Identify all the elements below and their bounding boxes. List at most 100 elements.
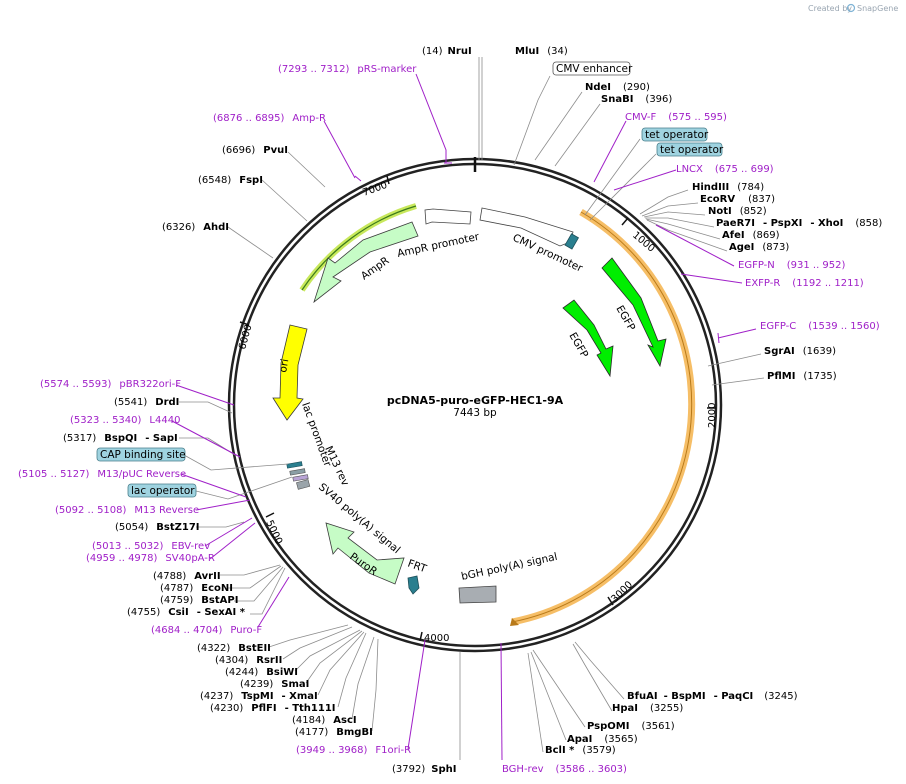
credit-text: Created by (808, 4, 852, 13)
leader-exfp-r (680, 273, 743, 284)
enzyme-rsrii[interactable]: (4304)RsrII (215, 655, 282, 666)
leader-asci (351, 636, 375, 720)
leader-tspmi (317, 631, 365, 696)
tet-operator-label-2: tet operator (660, 144, 724, 156)
enzyme-drdi[interactable]: (5541)DrdI (114, 397, 179, 408)
leader-bfuai (574, 641, 625, 700)
cmv-enhancer-box (552, 61, 631, 76)
leader-pspomi (532, 649, 586, 728)
primer-exfp-r[interactable]: EXFP-R(1192 .. 1211) (745, 278, 864, 289)
enzyme-apai[interactable]: ApaI(3565) (567, 734, 638, 745)
enzyme-bspqi[interactable]: (5317)BspQI- SapI (63, 433, 178, 444)
enzyme-paer7i[interactable]: PaeR7I- PspXI- XhoI(858) (716, 218, 882, 229)
enzyme-pflmi[interactable]: PflMI(1735) (767, 371, 837, 382)
leader-agei (646, 219, 728, 252)
leader-egfp-c (717, 328, 757, 339)
cap-binding-site-box (96, 447, 186, 462)
leader-pbr322ori-f (175, 384, 235, 406)
enzyme-tspmi[interactable]: (4237)TspMI- XmaI (200, 691, 318, 702)
enzyme-mlui[interactable]: MluI(34) (515, 46, 568, 57)
tet-operator-label-1: tet operator (645, 129, 709, 141)
enzyme-avrii[interactable]: (4788)AvrII (153, 571, 221, 582)
primer-amp-r[interactable]: (6876 .. 6895)Amp-R (213, 113, 326, 124)
leader-amp-r (323, 120, 356, 179)
enzyme-snabi[interactable]: SnaBI(396) (601, 94, 672, 105)
ori-label: ori (277, 358, 291, 374)
enzyme-hpai[interactable]: HpaI(3255) (612, 703, 683, 714)
leader-ndei (534, 91, 583, 161)
tet-operator-block (564, 233, 580, 250)
credit-brand: SnapGene (857, 4, 898, 13)
primer-puro-f[interactable]: (4684 .. 4704)Puro-F (151, 625, 262, 636)
enzyme-afei[interactable]: AfeI(869) (722, 230, 780, 241)
leader-hindiii (639, 189, 689, 215)
enzyme-bsiwi[interactable]: (4244)BsiWI (225, 667, 298, 678)
leader-csii (250, 567, 286, 615)
ampr-highlight-core (301, 205, 417, 291)
enzyme-agei[interactable]: AgeI(873) (729, 242, 789, 253)
primer-m13-puc-reverse[interactable]: (5105 .. 5127)M13/pUC Reverse (18, 469, 186, 480)
tick-label-2000: 2000 (707, 403, 718, 428)
leader-snabi (554, 103, 601, 167)
tet-operator-box-1 (641, 127, 708, 142)
primer-egfp-n[interactable]: EGFP-N(931 .. 952) (738, 260, 846, 271)
enzyme-ahdi[interactable]: (6326)AhdI (162, 222, 229, 233)
leader-avrii (220, 564, 281, 576)
enzyme-nrui[interactable]: (14)NruI (422, 46, 472, 57)
enzyme-ecorv[interactable]: EcoRV(837) (700, 194, 775, 205)
enzyme-bsteii[interactable]: (4322)BstEII (197, 643, 271, 654)
enzyme-bstz17i[interactable]: (5054)BstZ17I (115, 522, 200, 533)
enzyme-pvui[interactable]: (6696)PvuI (222, 145, 288, 156)
tick-label-7000: 7000 (361, 180, 389, 199)
enzyme-labels: (14)NruI MluI(34) NdeI(290) SnaBI(396) H… (63, 46, 882, 775)
leader-lac-operator (195, 476, 293, 500)
m13-block (292, 474, 309, 482)
enzyme-bfuai[interactable]: BfuAI- BspMI- PaqCI(3245) (627, 691, 798, 702)
primer-pbr322ori-f[interactable]: (5574 .. 5593)pBR322ori-F (40, 379, 181, 390)
primer-ebv-rev[interactable]: (5013 .. 5032)EBV-rev (92, 541, 210, 552)
enzyme-pflfi[interactable]: (4230)PflFI- Tth111I (210, 703, 336, 714)
primer-l4440[interactable]: (5323 .. 5340)L4440 (70, 415, 180, 426)
primer-sv40pa-r[interactable]: (4959 .. 4978)SV40pA-R (86, 553, 215, 564)
enzyme-bcli[interactable]: BclI *(3579) (545, 745, 616, 756)
leader-cmv-f (593, 120, 627, 183)
plasmid-size: 7443 bp (453, 407, 497, 419)
enzyme-sgrai[interactable]: SgrAI(1639) (764, 346, 836, 357)
leader-bsiwi (294, 629, 361, 672)
sv40-pa-block (296, 479, 311, 490)
leader-bmgbi (371, 638, 379, 732)
primer-prs-marker[interactable]: (7293 .. 7312)pRS-marker (278, 64, 417, 75)
leader-ebv-rev (204, 517, 253, 547)
primer-cmv-f[interactable]: CMV-F(575 .. 595) (625, 112, 727, 123)
enzyme-sphi[interactable]: (3792)SphI (392, 764, 456, 775)
enzyme-noti[interactable]: NotI(852) (708, 206, 767, 217)
primer-lncx[interactable]: LNCX(675 .. 699) (676, 164, 774, 175)
enzyme-csii[interactable]: (4755)CsiI- SexAI * (127, 607, 246, 618)
primer-egfp-c[interactable]: EGFP-C(1539 .. 1560) (760, 321, 880, 332)
ori-arrow (272, 324, 308, 421)
tick-4000 (419, 631, 423, 642)
enzyme-asci[interactable]: (4184)AscI (292, 715, 357, 726)
primer-m13-reverse[interactable]: (5092 .. 5108)M13 Reverse (55, 505, 199, 516)
primer-bgh-rev[interactable]: BGH-rev(3586 .. 3603) (502, 764, 627, 775)
enzyme-bmgbi[interactable]: (4177)BmgBI (295, 727, 373, 738)
enzyme-fspi[interactable]: (6548)FspI (198, 175, 263, 186)
egfp-arrow-inner (562, 299, 614, 378)
primer-f1ori-r[interactable]: (3949 .. 3968)F1ori-R (296, 745, 411, 756)
enzyme-ndei[interactable]: NdeI(290) (585, 82, 650, 93)
enzyme-econi[interactable]: (4787)EcoNI (160, 583, 233, 594)
leader-rsrii (282, 626, 353, 660)
enzyme-smai[interactable]: (4239)SmaI (240, 679, 309, 690)
leader-egfp-n (655, 224, 735, 267)
leader-econi (228, 565, 282, 589)
snapgene-logo-icon (846, 3, 856, 13)
orf-highlight-arrowhead (510, 618, 519, 626)
leader-m13-reverse (195, 499, 251, 511)
frt-label: FRT (406, 558, 428, 576)
enzyme-hindiii[interactable]: HindIII(784) (692, 182, 764, 193)
enzyme-pspomi[interactable]: PspOMI(3561) (587, 721, 675, 732)
tick-label-4000: 4000 (424, 633, 449, 644)
cmv-promoter-arrow (479, 207, 574, 247)
enzyme-bstapi[interactable]: (4759)BstAPI (160, 595, 238, 606)
leader-apai (530, 651, 567, 741)
